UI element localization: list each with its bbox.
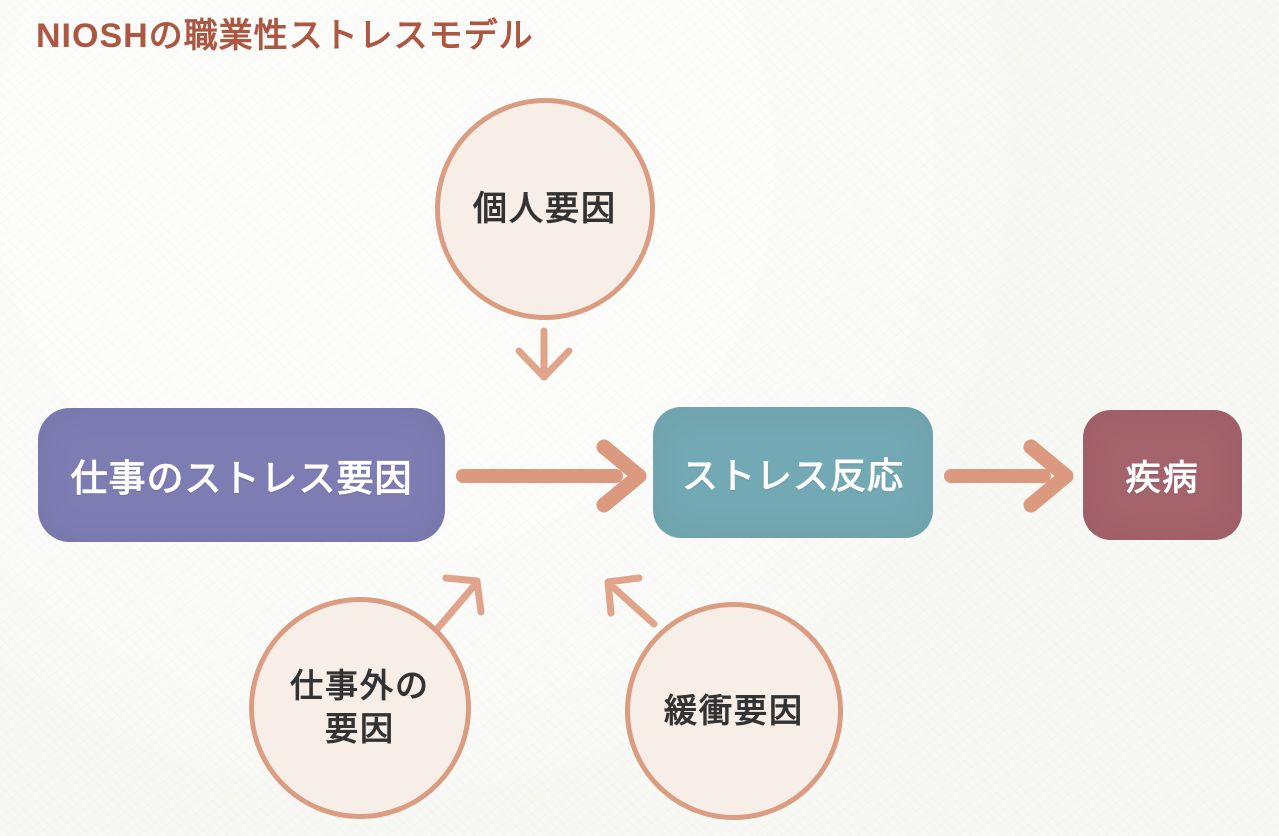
node-stress-response-label: ストレス反応: [681, 454, 904, 496]
node-illness-label: 疾病: [1125, 458, 1200, 498]
diagram-title: NIOSHの職業性ストレスモデル: [36, 17, 534, 55]
node-stress-response: ストレス反応: [653, 407, 933, 538]
node-job-stressors-label: 仕事のストレス要因: [70, 458, 413, 499]
node-nonwork-factors-label-line2: 要因: [325, 710, 395, 747]
node-nonwork-factors: 仕事外の 要因: [249, 597, 471, 819]
personal-factors-down-arrow: [515, 327, 573, 381]
node-illness: 疾病: [1083, 410, 1242, 540]
node-buffer-factors: 緩衝要因: [625, 602, 843, 820]
buffer-factors-up-left-arrow: [604, 574, 658, 628]
node-buffer-factors-label: 緩衝要因: [664, 691, 804, 729]
node-personal-factors-label: 個人要因: [473, 189, 617, 228]
nonwork-factors-up-right-arrow: [434, 574, 485, 632]
node-nonwork-factors-label-line1: 仕事外の: [290, 667, 430, 705]
stress-response-to-illness-arrow: [944, 439, 1074, 513]
job-stressors-to-stress-response-arrow: [456, 439, 647, 513]
node-job-stressors: 仕事のストレス要因: [38, 408, 445, 542]
node-personal-factors: 個人要因: [435, 98, 655, 320]
